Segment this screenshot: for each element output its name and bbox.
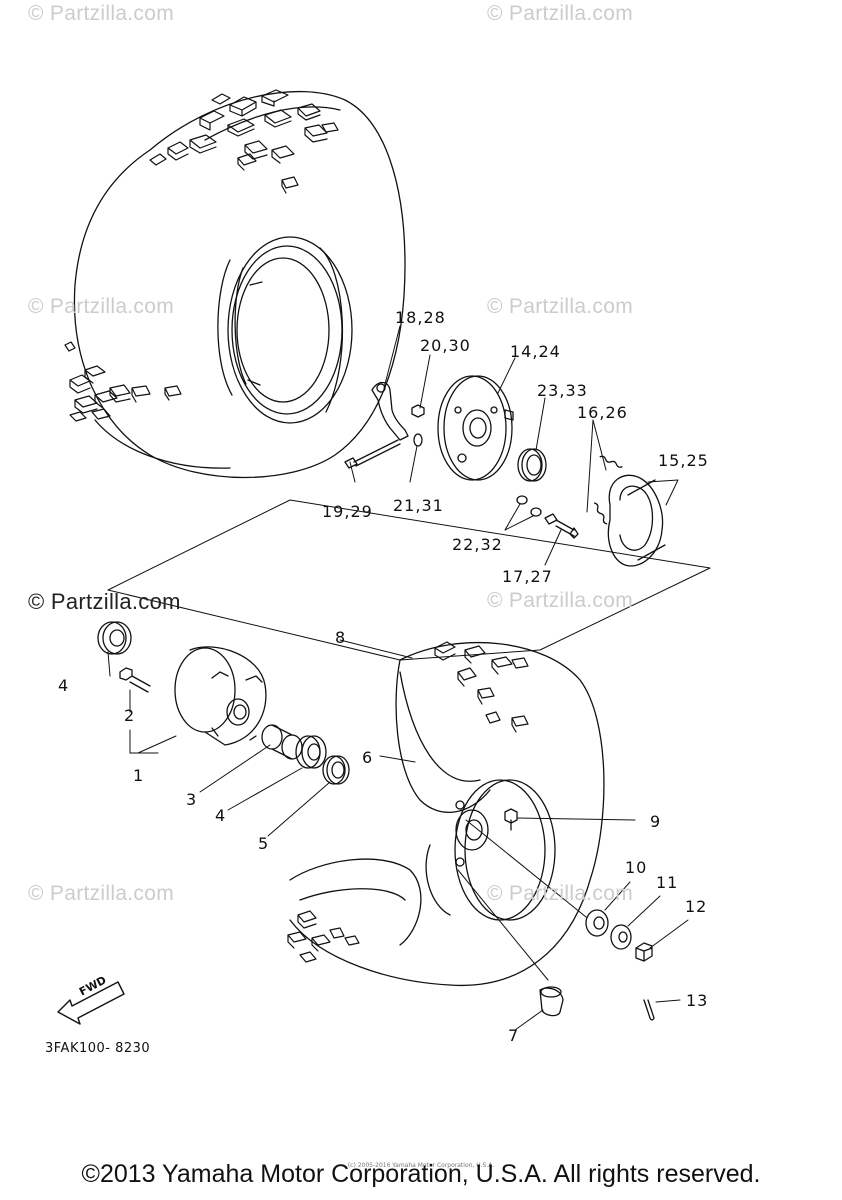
cotter-pin-13 xyxy=(643,999,655,1021)
callout-12: 12 xyxy=(685,897,708,916)
hub-bolt xyxy=(119,667,151,693)
brake-spring xyxy=(599,455,623,468)
callout-10: 10 xyxy=(625,858,648,877)
cap-7 xyxy=(539,986,564,1017)
leader-lines xyxy=(107,325,689,1031)
fwd-arrow xyxy=(57,981,125,1025)
washer-10 xyxy=(585,909,609,937)
callout-11: 11 xyxy=(656,873,679,892)
small-washer xyxy=(516,495,528,505)
brake-spring-2 xyxy=(594,502,608,525)
bearing-left xyxy=(97,621,132,655)
callout-19-29: 19,29 xyxy=(322,502,373,521)
copyright-footer: ©2013 Yamaha Motor Corporation, U.S.A. A… xyxy=(81,1160,761,1188)
callout-16-26: 16,26 xyxy=(577,403,628,422)
wheel-hub xyxy=(174,646,267,746)
callout-13: 13 xyxy=(686,991,709,1010)
callout-23-33: 23,33 xyxy=(537,381,588,400)
drawing-code: 3FAK100- 8230 xyxy=(45,1041,151,1056)
exploded-outline xyxy=(107,499,711,661)
watermark: © Partzilla.com xyxy=(28,295,175,318)
callout-18-28: 18,28 xyxy=(395,308,446,327)
watermark: © Partzilla.com xyxy=(487,2,634,25)
spacer xyxy=(261,724,303,760)
callout-3: 3 xyxy=(186,790,198,809)
brake-assembly xyxy=(344,375,666,567)
lower-tire xyxy=(287,641,605,987)
oil-seal xyxy=(517,448,547,482)
watermark: © Partzilla.com xyxy=(487,882,634,905)
callout-5: 5 xyxy=(258,834,270,853)
washer-11 xyxy=(610,924,632,950)
watermark: © Partzilla.com xyxy=(28,882,175,905)
callout-2: 2 xyxy=(124,706,136,725)
callout-20-30: 20,30 xyxy=(420,336,471,355)
upper-tire xyxy=(64,89,406,479)
callout-9: 9 xyxy=(650,812,662,831)
brake-bolt xyxy=(344,439,401,469)
hub-hardware xyxy=(539,909,655,1021)
watermark: © Partzilla.com xyxy=(487,295,634,318)
small-washer-2 xyxy=(530,507,542,517)
callout-4: 4 xyxy=(58,676,70,695)
brake-shoes xyxy=(607,474,666,567)
brake-arm xyxy=(371,381,409,441)
castle-nut-12 xyxy=(635,942,653,962)
bearing-right xyxy=(295,735,327,769)
callout-21-31: 21,31 xyxy=(393,496,444,515)
tiny-copyright: (c) 2005-2016 Yamaha Motor Corporation, … xyxy=(347,1162,495,1169)
watermark: © Partzilla.com xyxy=(487,589,634,612)
brake-washer xyxy=(413,433,423,447)
callout-15-25: 15,25 xyxy=(658,451,709,470)
callout-6: 6 xyxy=(362,748,374,767)
callout-14-24: 14,24 xyxy=(510,342,561,361)
watermark: © Partzilla.com xyxy=(28,2,175,25)
callout-22-32: 22,32 xyxy=(452,535,503,554)
callout-1: 1 xyxy=(133,766,145,785)
callout-4: 4 xyxy=(215,806,227,825)
callout-17-27: 17,27 xyxy=(502,567,553,586)
hub-seal xyxy=(322,755,350,785)
hub-parts xyxy=(97,621,350,785)
watermark: © Partzilla.com xyxy=(28,589,181,614)
brake-camshaft xyxy=(544,513,579,539)
callout-7: 7 xyxy=(508,1026,520,1045)
brake-nut xyxy=(411,404,425,418)
callout-8: 8 xyxy=(335,628,347,647)
brake-backing-plate xyxy=(437,375,514,481)
